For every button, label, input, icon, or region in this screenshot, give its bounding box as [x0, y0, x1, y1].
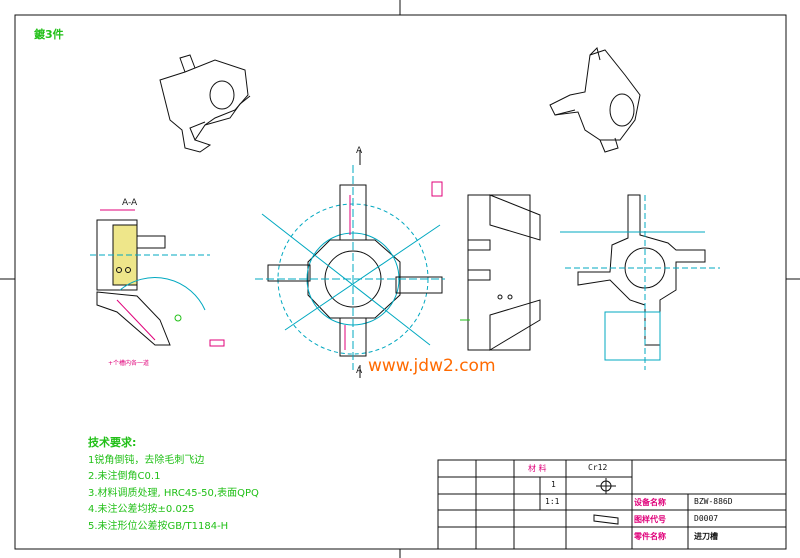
tech-requirements-title: 技术要求: — [88, 436, 137, 449]
section-title: A-A — [122, 198, 138, 208]
front-view — [255, 150, 445, 378]
tech-item: 4.未注公差均按±0.025 — [88, 504, 195, 515]
tech-item: 5.未注形位公差按GB/T1184-H — [88, 521, 229, 532]
isometric-view-right — [549, 47, 641, 153]
right-view — [560, 194, 720, 370]
side-view — [460, 194, 541, 351]
bearing-symbol — [593, 478, 619, 525]
title-block-grid — [437, 459, 787, 550]
part-name-value: 进刀槽 — [694, 532, 718, 541]
watermark: www.jdw2.com — [368, 356, 496, 376]
section-mark-bottom: A — [356, 366, 363, 376]
scale-value: 1:1 — [545, 497, 560, 506]
section-mark-top: A — [356, 146, 363, 156]
tech-item: 1锐角倒钝，去除毛刺飞边 — [88, 455, 205, 466]
device-name-label: 设备名称 — [634, 498, 666, 507]
tech-item: 2.未注倒角C0.1 — [88, 471, 161, 482]
part-name-label: 零件名称 — [634, 532, 666, 541]
isometric-view-left — [159, 54, 251, 153]
material-value: Cr12 — [588, 463, 608, 472]
red-note: +个槽内各一道 — [108, 360, 150, 367]
tech-item: 3.材料调质处理, HRC45-50,表面QPQ — [88, 488, 259, 499]
part-count-label: 鍍3件 — [34, 28, 64, 41]
drawing-number-label: 图样代号 — [634, 515, 666, 524]
quantity-value: 1 — [551, 480, 556, 489]
section-view — [90, 209, 225, 347]
device-name-value: BZW-886D — [694, 497, 733, 506]
material-label: 材 料 — [528, 464, 547, 473]
drawing-number-value: D0007 — [694, 514, 719, 523]
